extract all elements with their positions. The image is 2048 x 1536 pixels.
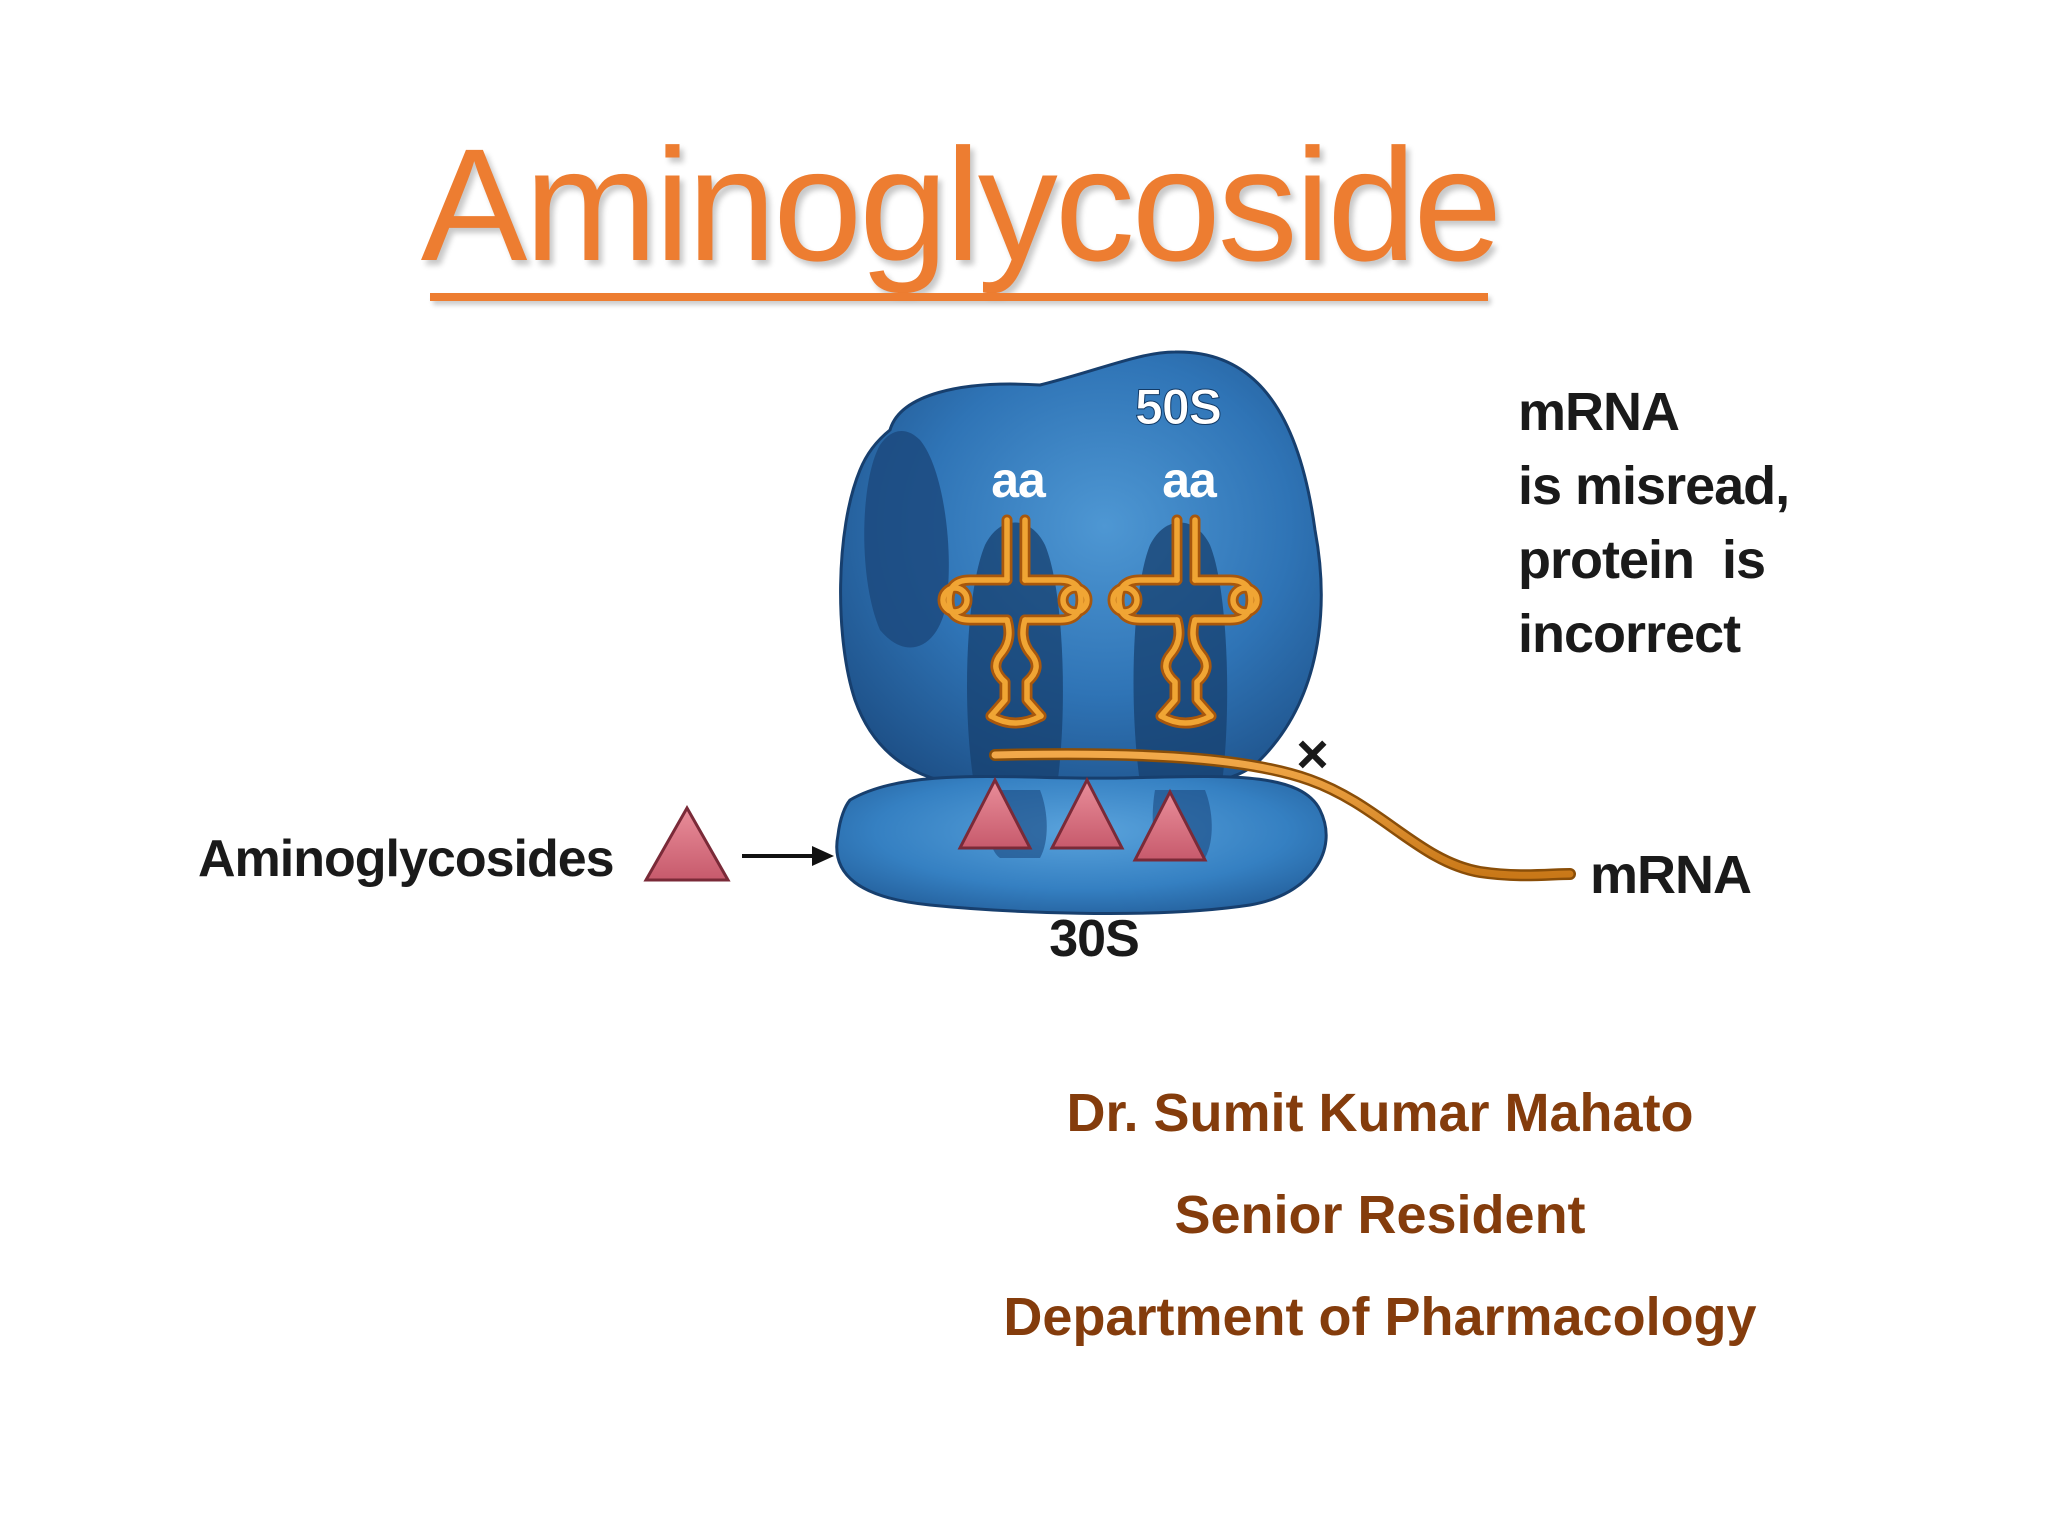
small-subunit-label: 30S: [1049, 910, 1139, 968]
arrow-right-icon: [742, 846, 834, 866]
drug-label: Aminoglycosides: [198, 830, 614, 888]
trna-left-label: aa: [991, 452, 1047, 508]
title-underline: [430, 293, 1488, 301]
mrna-label: mRNA: [1590, 845, 1751, 905]
aminoglycoside-triangle-icon: [1049, 776, 1125, 850]
aminoglycoside-triangle-icon: [957, 776, 1033, 850]
trna-right-label: aa: [1162, 452, 1218, 508]
note-line: protein is: [1518, 530, 1765, 590]
large-subunit-label: 50S: [1135, 379, 1221, 435]
author-department: Department of Pharmacology: [1003, 1287, 1757, 1347]
note-line: is misread,: [1518, 456, 1789, 516]
misread-note: mRNA is misread, protein is incorrect: [1518, 382, 1790, 664]
note-line: incorrect: [1518, 604, 1741, 664]
author-name: Dr. Sumit Kumar Mahato: [1066, 1083, 1694, 1143]
aminoglycoside-triangle-icon: [1132, 788, 1208, 862]
blocked-x-icon: ×: [1296, 722, 1328, 785]
author-role: Senior Resident: [1174, 1185, 1586, 1245]
page-title: Aminoglycoside: [420, 115, 1503, 294]
aminoglycoside-triangle-icon: [643, 804, 731, 882]
note-line: mRNA: [1518, 382, 1679, 442]
